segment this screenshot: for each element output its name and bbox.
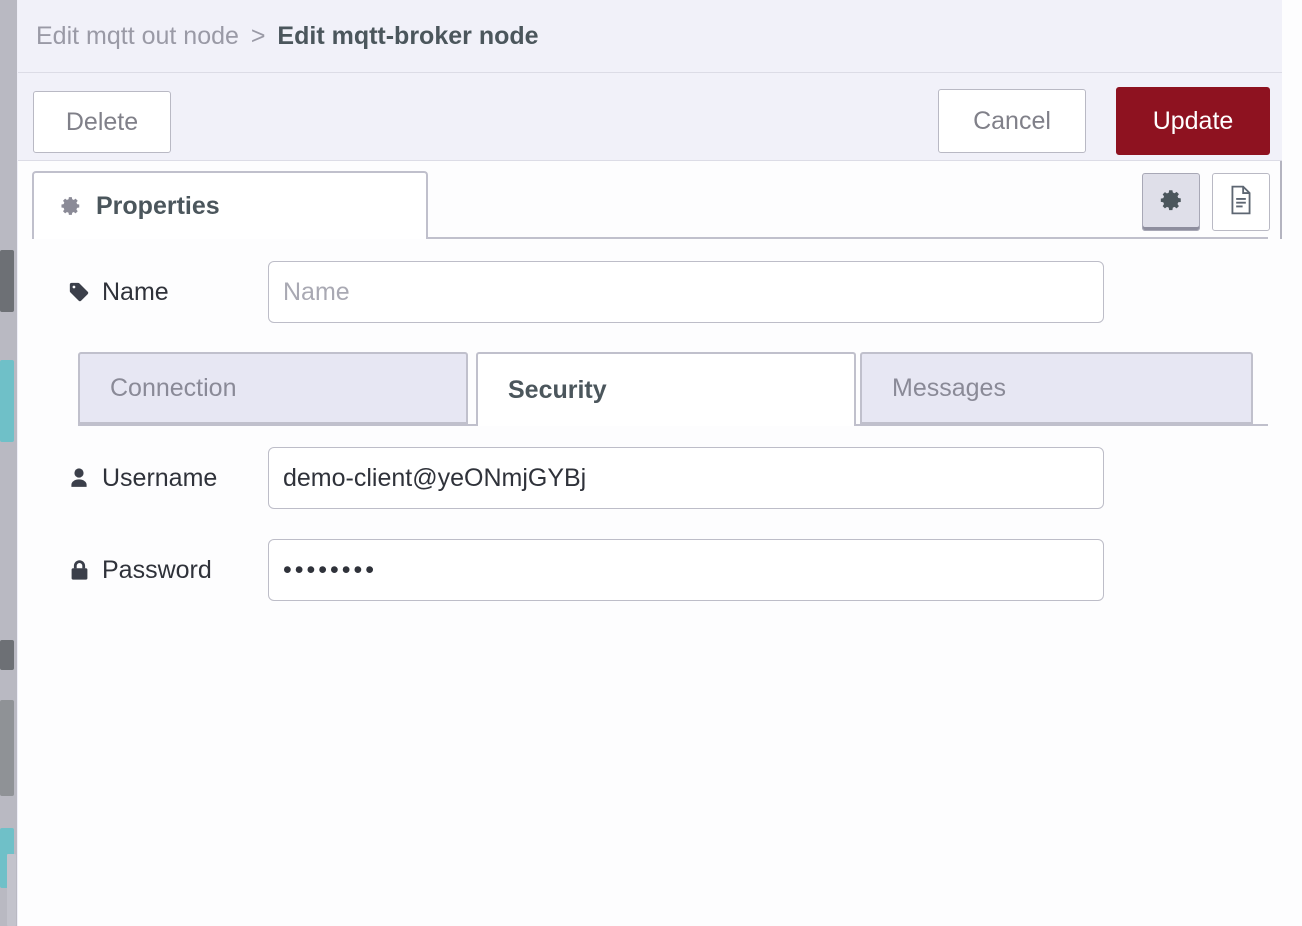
settings-gear-icon-button[interactable]: [1142, 173, 1200, 231]
update-button[interactable]: Update: [1116, 87, 1270, 155]
broker-subtabs: Connection Security Messages: [63, 352, 1268, 426]
description-document-icon: [1228, 185, 1254, 220]
tag-icon: [68, 281, 90, 303]
password-input[interactable]: [268, 539, 1104, 601]
password-row: Password: [68, 539, 1104, 601]
name-label: Name: [68, 278, 268, 307]
breadcrumb-separator: >: [250, 22, 266, 50]
name-label-text: Name: [102, 277, 169, 306]
username-input[interactable]: [268, 447, 1104, 509]
tabbar-underline: [32, 237, 1268, 239]
cancel-button[interactable]: Cancel: [938, 89, 1086, 153]
gear-icon: [60, 195, 82, 217]
workspace-scrollbar-thumb[interactable]: [7, 854, 16, 926]
description-document-icon-button[interactable]: [1212, 173, 1270, 231]
username-label-text: Username: [102, 463, 218, 492]
tab-properties-label: Properties: [96, 191, 220, 220]
dialog-header: Edit mqtt out node > Edit mqtt-broker no…: [18, 0, 1282, 73]
subtab-connection[interactable]: Connection: [78, 352, 468, 424]
username-label: Username: [68, 464, 268, 493]
password-label: Password: [68, 556, 268, 585]
name-row: Name: [68, 261, 1104, 323]
user-icon: [68, 467, 90, 489]
lock-icon: [68, 559, 90, 581]
dialog-tabbar: Properties: [18, 161, 1282, 239]
delete-button[interactable]: Delete: [33, 91, 171, 153]
edit-dialog-panel: Edit mqtt out node > Edit mqtt-broker no…: [18, 0, 1282, 926]
password-label-text: Password: [102, 555, 212, 584]
settings-gear-icon: [1158, 187, 1184, 218]
properties-form: Name Connection Security Messages: [18, 239, 1282, 926]
subtab-security[interactable]: Security: [476, 352, 856, 426]
breadcrumb: Edit mqtt out node > Edit mqtt-broker no…: [36, 20, 539, 52]
name-input[interactable]: [268, 261, 1104, 323]
dialog-tool-icon-group: [1142, 173, 1270, 231]
breadcrumb-parent[interactable]: Edit mqtt out node: [36, 22, 239, 50]
workspace-background-strip: [0, 0, 17, 926]
dialog-action-toolbar: Delete Cancel Update: [18, 73, 1282, 161]
username-row: Username: [68, 447, 1104, 509]
tab-properties[interactable]: Properties: [32, 171, 428, 239]
subtab-messages[interactable]: Messages: [860, 352, 1253, 424]
breadcrumb-current: Edit mqtt-broker node: [277, 22, 539, 50]
